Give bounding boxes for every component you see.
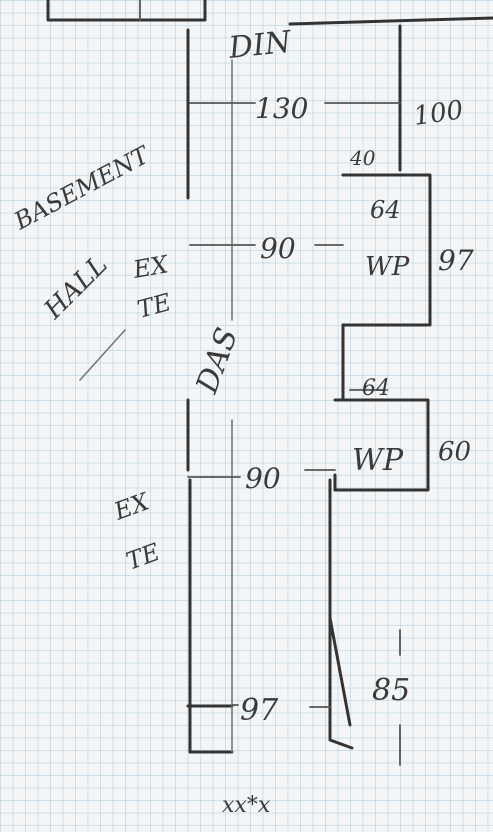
- footer-mark: xx*x: [222, 793, 271, 818]
- top-room-outline: [46, 0, 493, 26]
- right-hall-wall: [328, 24, 432, 750]
- left-hall-wall: [186, 28, 234, 754]
- label-das: DAS: [189, 323, 245, 398]
- sketch-slash: [79, 329, 126, 381]
- dim-right-97: 97: [438, 244, 474, 277]
- label-hall: HALL: [38, 250, 114, 326]
- label-wp-size: 64: [370, 196, 401, 224]
- dim-upper-width: 90: [260, 232, 296, 265]
- dim-right-85: 85: [372, 673, 410, 708]
- label-wp-lower: WP: [352, 443, 404, 478]
- dim-small-40: 40: [349, 146, 376, 170]
- label-din: DIN: [226, 24, 294, 66]
- label-ex-upper: EX: [130, 250, 171, 284]
- label-basement: BASEMENT: [9, 140, 155, 236]
- label-te-lower: TE: [122, 538, 164, 576]
- dim-top-width: 130: [255, 92, 308, 125]
- dim-bottom-width: 97: [240, 693, 279, 728]
- dim-lower-64: 64: [362, 376, 390, 401]
- dim-right-60: 60: [438, 437, 471, 467]
- dim-right-top: 100: [412, 95, 465, 132]
- dim-lower-width: 90: [245, 462, 281, 495]
- label-te-upper: TE: [134, 288, 174, 324]
- label-ex-lower: EX: [110, 487, 154, 526]
- label-wp-upper: WP: [365, 252, 410, 282]
- dimension-lines: [187, 102, 401, 766]
